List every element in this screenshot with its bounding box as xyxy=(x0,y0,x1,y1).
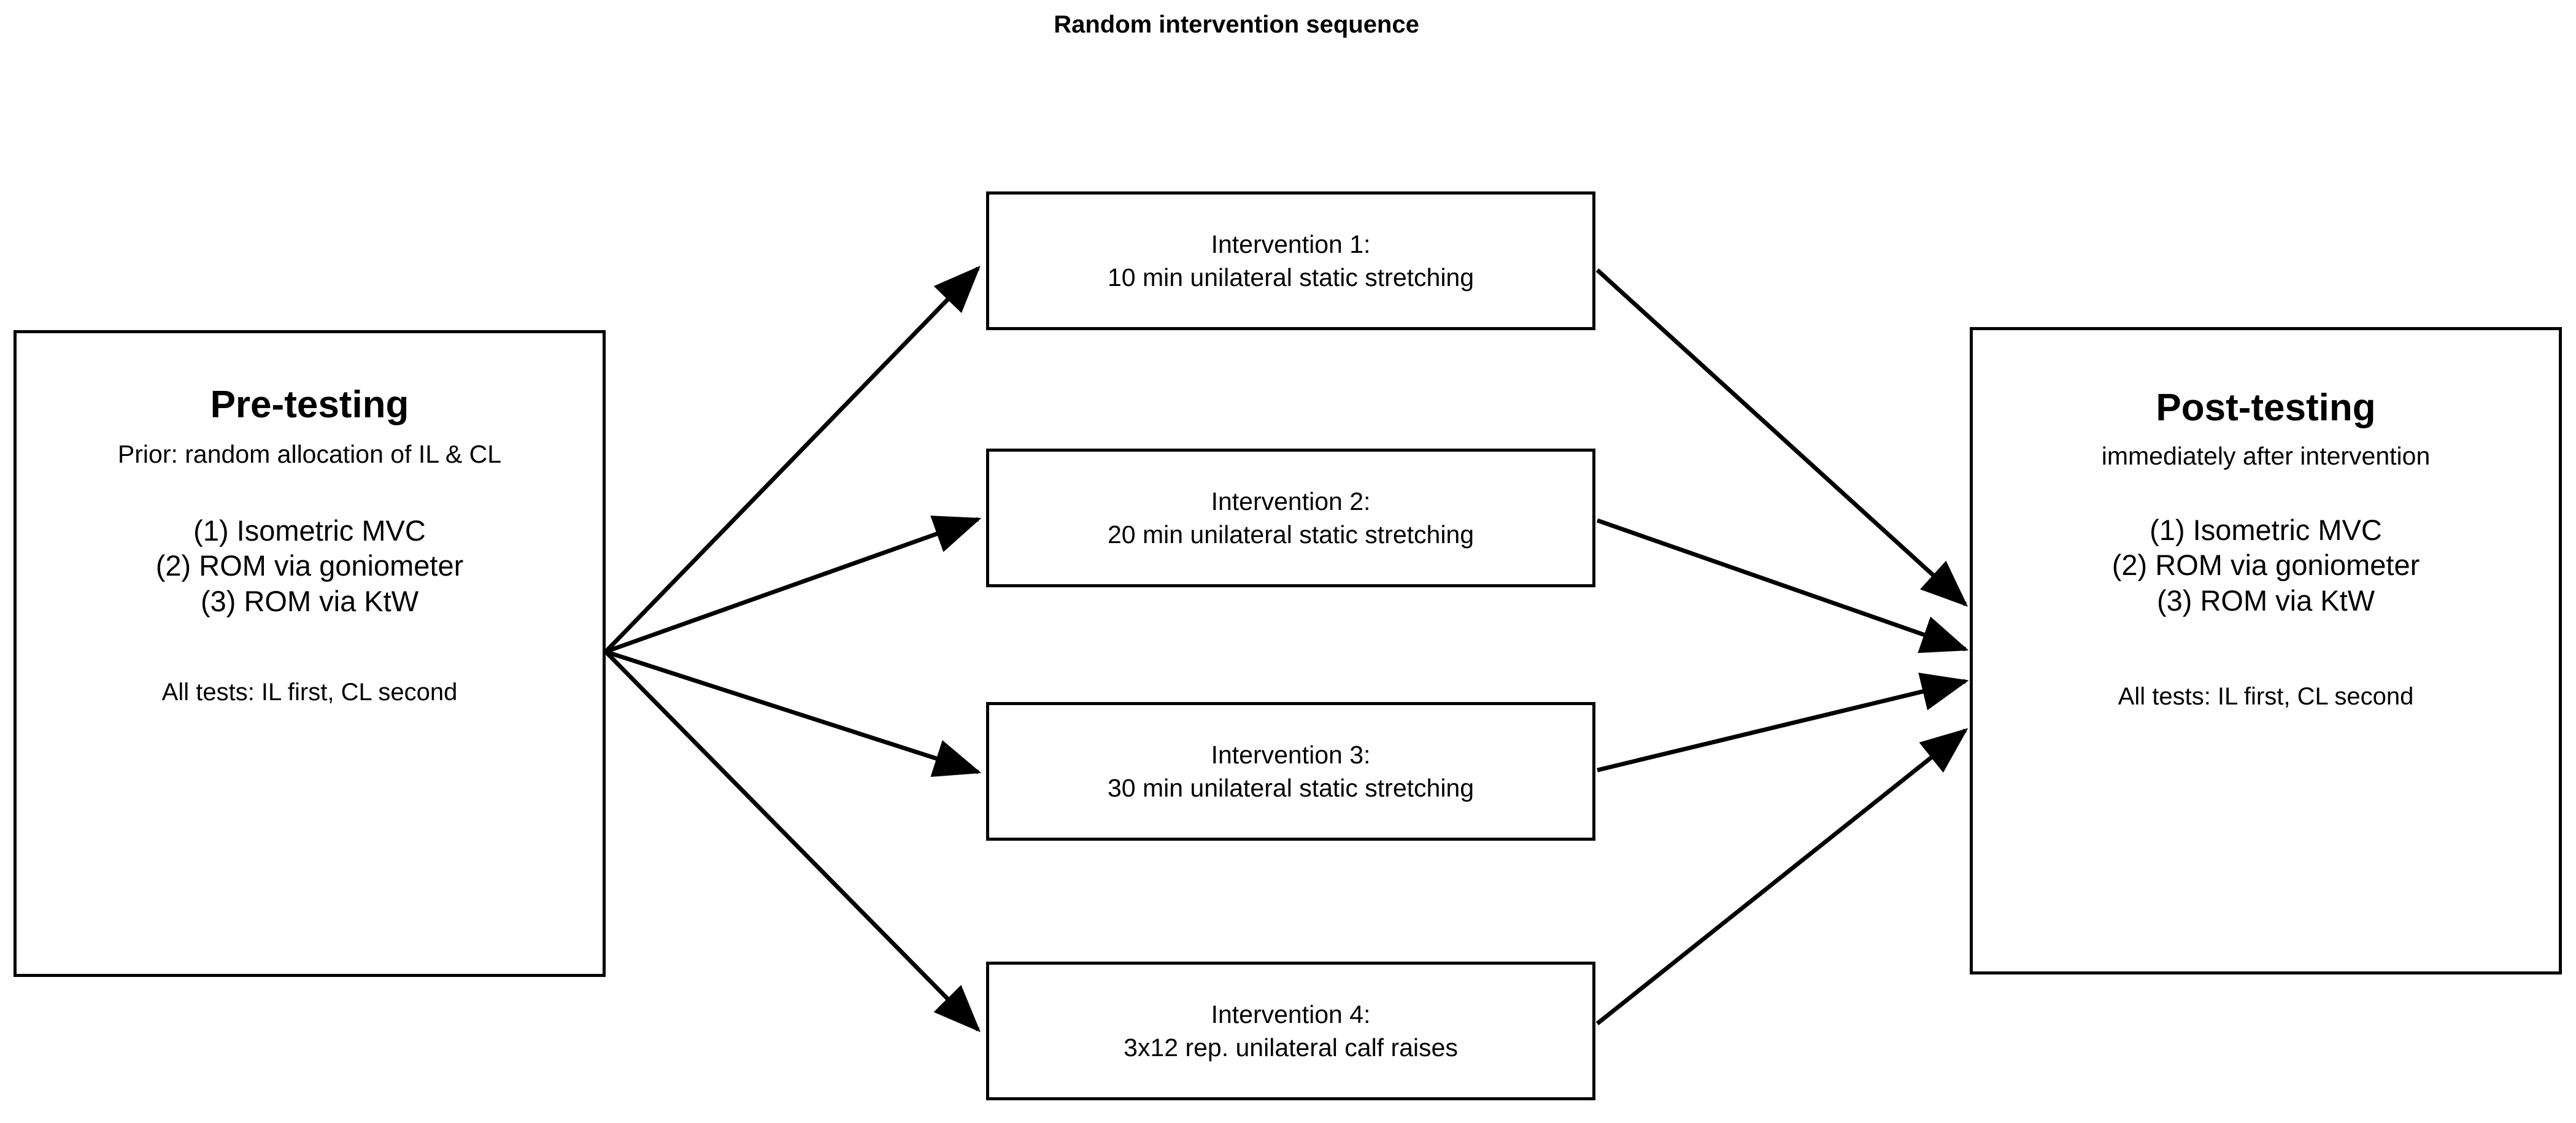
intervention-3-label: Intervention 3: xyxy=(1211,740,1371,769)
pre-testing-measure-list: (1) Isometric MVC (2) ROM via goniometer… xyxy=(17,513,603,619)
post-testing-measure-2: (2) ROM via goniometer xyxy=(2111,549,2420,582)
intervention-2-label: Intervention 2: xyxy=(1211,487,1371,515)
post-testing-measure-list: (1) Isometric MVC (2) ROM via goniometer… xyxy=(1973,512,2559,618)
arrow-pre-to-intervention-4 xyxy=(604,650,981,1032)
post-testing-measure-3: (3) ROM via KtW xyxy=(2156,584,2375,617)
arrow-pre-to-intervention-2 xyxy=(604,515,982,654)
arrow-intervention-3-to-post xyxy=(1597,673,1969,773)
post-testing-footnote: All tests: IL first, CL second xyxy=(2118,683,2414,711)
intervention-4-label: Intervention 4: xyxy=(1211,1000,1371,1028)
intervention-box-3: Intervention 3: 30 min unilateral static… xyxy=(986,702,1595,841)
intervention-1-label: Intervention 1: xyxy=(1211,230,1371,258)
arrow-intervention-2-to-post xyxy=(1596,518,1969,654)
intervention-4-description: 3x12 rep. unilateral calf raises xyxy=(1124,1033,1458,1062)
intervention-3-description: 30 min unilateral static stretching xyxy=(1107,774,1475,802)
arrow-intervention-4-to-post xyxy=(1595,728,1969,1025)
post-testing-heading: Post-testing xyxy=(2156,387,2376,429)
post-testing-box: Post-testing immediately after intervent… xyxy=(1970,327,2562,974)
pre-testing-subheading: Prior: random allocation of IL & CL xyxy=(117,440,502,468)
pre-testing-measure-3: (3) ROM via KtW xyxy=(200,584,419,617)
arrow-pre-to-intervention-1 xyxy=(604,265,981,654)
pre-testing-measure-1: (1) Isometric MVC xyxy=(193,514,426,547)
post-testing-subheading: immediately after intervention xyxy=(2101,442,2431,470)
intervention-1-description: 10 min unilateral static stretching xyxy=(1107,263,1475,291)
pre-testing-box: Pre-testing Prior: random allocation of … xyxy=(13,330,606,977)
post-testing-measure-1: (1) Isometric MVC xyxy=(2150,514,2382,547)
diagram-title: Random intervention sequence xyxy=(1054,11,1419,38)
intervention-box-1: Intervention 1: 10 min unilateral static… xyxy=(986,191,1595,330)
intervention-box-2: Intervention 2: 20 min unilateral static… xyxy=(986,449,1595,587)
intervention-box-4: Intervention 4: 3x12 rep. unilateral cal… xyxy=(986,962,1595,1100)
pre-testing-measure-2: (2) ROM via goniometer xyxy=(155,549,464,582)
pre-testing-footnote: All tests: IL first, CL second xyxy=(161,679,458,706)
pre-testing-heading: Pre-testing xyxy=(210,384,409,426)
arrow-pre-to-intervention-3 xyxy=(604,649,982,778)
arrow-intervention-1-to-post xyxy=(1595,268,1969,607)
intervention-2-description: 20 min unilateral static stretching xyxy=(1107,520,1475,549)
